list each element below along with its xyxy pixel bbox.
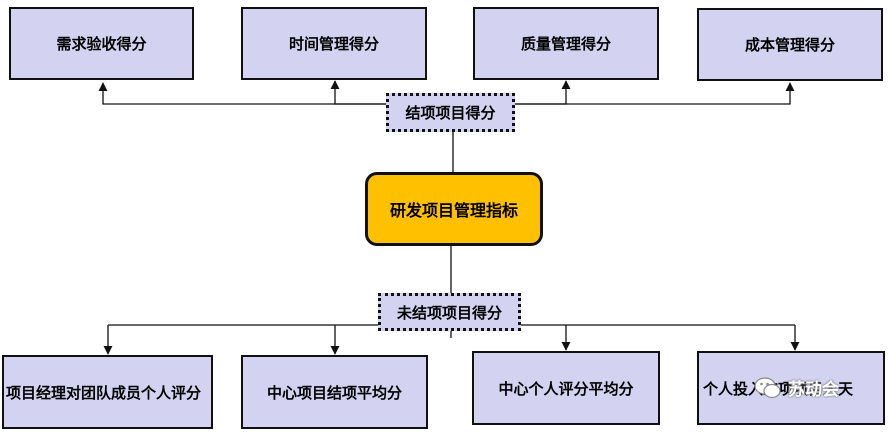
top-item-quality: 质量管理得分 — [473, 7, 659, 80]
top-item-label: 成本管理得分 — [744, 36, 835, 54]
connector-top-2 — [330, 80, 387, 105]
bottom-item-label: 项目经理对团队成员个人评分 — [6, 383, 202, 402]
connector-top-4 — [515, 82, 795, 105]
top-item-cost: 成本管理得分 — [697, 8, 883, 81]
hub-label: 未结项项目得分 — [396, 303, 502, 322]
bottom-item-center-personal-avg: 中心个人评分平均分 — [472, 351, 660, 425]
connector-top-3 — [515, 80, 571, 105]
watermark: 苏动会 — [754, 375, 839, 400]
wechat-logo-icon — [754, 376, 782, 400]
root-node: 研发项目管理指标 — [365, 172, 543, 246]
top-item-requirements: 需求验收得分 — [9, 7, 194, 80]
connector-top-1 — [98, 82, 387, 105]
bottom-item-center-project-avg: 中心项目结项平均分 — [241, 355, 428, 429]
top-item-label: 需求验收得分 — [56, 35, 147, 53]
top-item-time: 时间管理得分 — [241, 7, 427, 80]
bottom-item-label: 中心项目结项平均分 — [266, 383, 402, 402]
top-item-label: 质量管理得分 — [520, 35, 611, 53]
bottom-item-pm-rating: 项目经理对团队成员个人评分 — [2, 355, 213, 429]
watermark-text: 苏动会 — [788, 380, 839, 400]
hub-label: 结项项目得分 — [405, 104, 496, 122]
root-label: 研发项目管理指标 — [389, 201, 518, 220]
bottom-item-label: 中心个人评分平均分 — [498, 379, 634, 398]
top-item-label: 时间管理得分 — [288, 35, 379, 53]
completed-projects-hub: 结项项目得分 — [386, 93, 515, 132]
incomplete-projects-hub: 未结项项目得分 — [378, 293, 521, 331]
